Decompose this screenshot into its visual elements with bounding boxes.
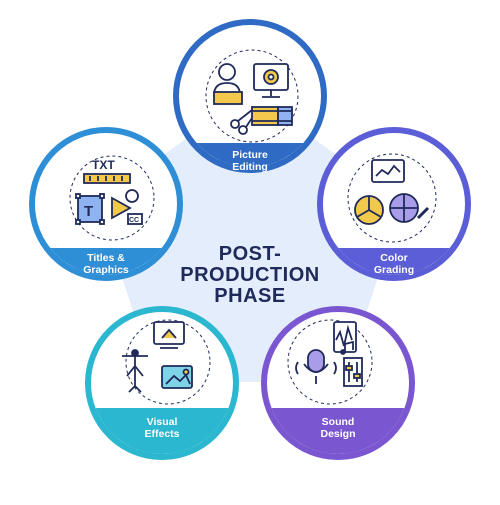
stage-visual-effects [85,306,239,460]
stage-picture-editing [173,19,327,173]
title-line: POST- [218,243,282,265]
label-line: Editing [232,161,268,173]
editor-workstation-icon [213,63,293,135]
label-line: Effects [144,428,180,440]
label-sound-design: Sound Design [298,416,378,440]
label-line: Visual [146,416,178,428]
label-line: Grading [373,264,415,276]
title-line: PHASE [214,285,286,307]
stage-titles-graphics: TXT T CC [29,127,183,281]
label-line: Design [320,428,356,440]
label-color-grading: Color Grading [354,252,434,276]
label-line: Picture [232,149,268,161]
center-title: POST- PRODUCTION PHASE [150,244,350,307]
cc-icon-text: CC [129,217,139,224]
label-line: Titles & [87,252,125,264]
label-line: Sound [321,416,355,428]
txt-icon-text: TXT [92,158,115,172]
label-line: Graphics [83,264,129,276]
vfx-tools-icon [122,321,193,393]
label-line: Color [380,252,408,264]
title-line: PRODUCTION [180,264,320,286]
label-visual-effects: Visual Effects [122,416,202,440]
text-captions-icon: TXT T CC [75,158,143,225]
stage-sound-design [261,306,415,460]
t-icon-text: T [84,203,93,220]
label-picture-editing: Picture Editing [210,149,290,173]
label-titles-graphics: Titles & Graphics [66,252,146,276]
audio-mixing-icon [295,321,363,387]
color-wheels-icon [354,159,430,225]
